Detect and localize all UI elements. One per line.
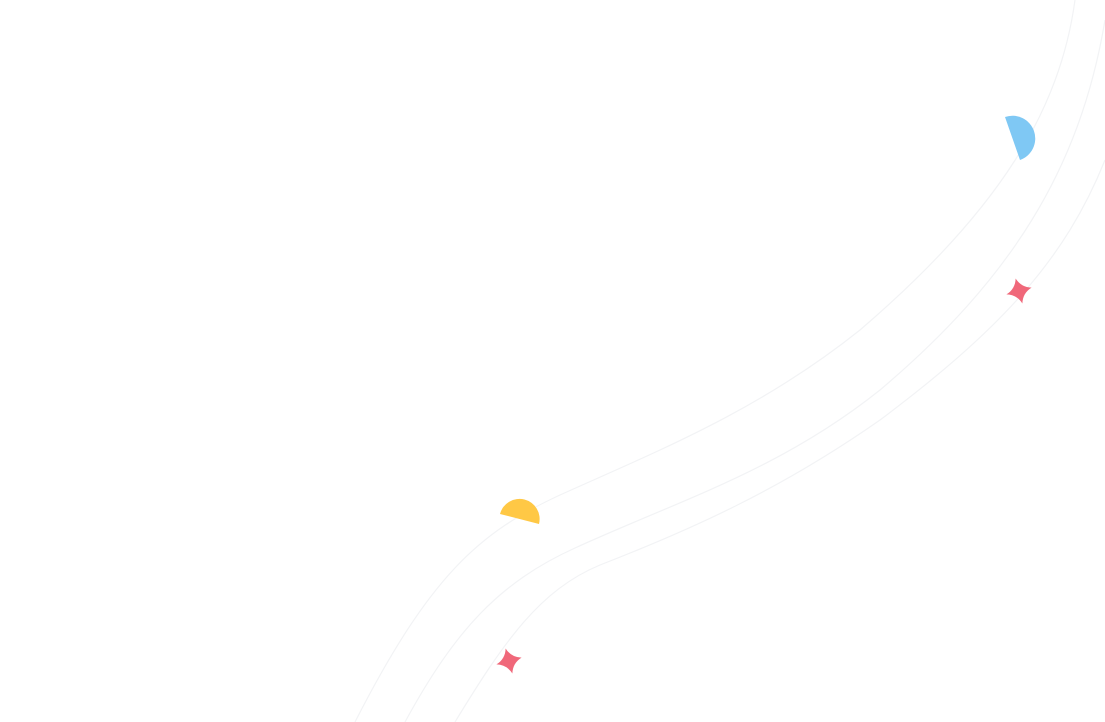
blue-half-circle-shape (1005, 115, 1036, 160)
red-sparkle-upper-shape (1006, 278, 1032, 304)
red-sparkle-lower-shape (496, 648, 522, 674)
yellow-half-circle-shape (500, 498, 540, 524)
flow-curve-3 (454, 159, 1105, 722)
flow-curve-1 (354, 0, 1076, 722)
flow-curve-2 (404, 19, 1105, 722)
